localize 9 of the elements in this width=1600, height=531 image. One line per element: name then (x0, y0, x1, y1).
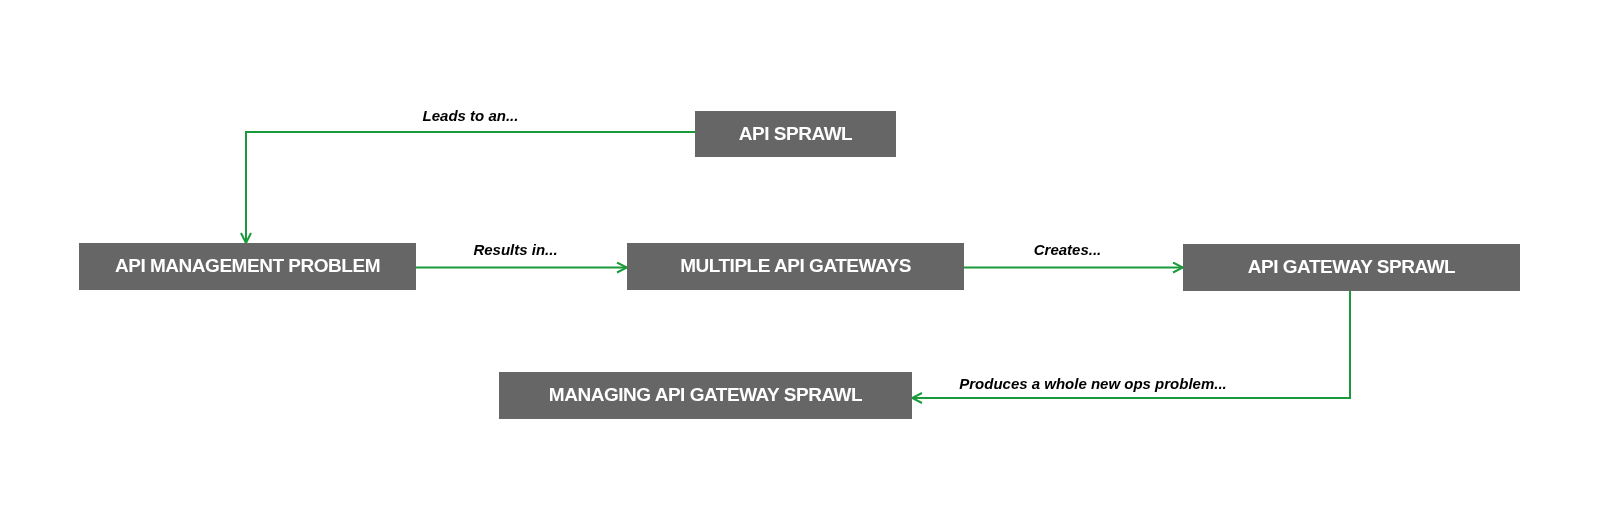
process-box: API GATEWAY SPRAWL (1183, 244, 1520, 291)
process-box: MANAGING API GATEWAY SPRAWL (499, 372, 912, 419)
arrow (415, 261, 628, 274)
arrow (240, 131, 696, 244)
arrow (963, 261, 1184, 274)
process-box: MULTIPLE API GATEWAYS (627, 243, 964, 290)
process-box: API SPRAWL (695, 111, 896, 157)
arrow (911, 290, 1351, 404)
process-box: API MANAGEMENT PROBLEM (79, 243, 416, 290)
